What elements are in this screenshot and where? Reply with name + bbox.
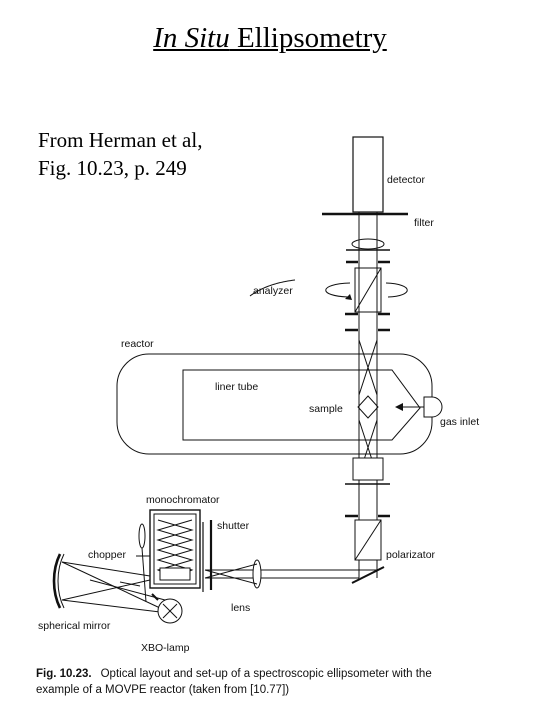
label-monochromator: monochromator <box>146 494 220 506</box>
turning-mirror <box>351 566 385 584</box>
label-xbo-lamp: XBO-lamp <box>141 642 190 654</box>
source-line-2: Fig. 10.23, p. 249 <box>38 156 187 180</box>
label-spherical-mirror: spherical mirror <box>38 620 111 632</box>
label-reactor: reactor <box>121 338 154 350</box>
spherical-mirror <box>52 553 62 609</box>
liner-tube <box>182 369 421 441</box>
caption-label: Fig. 10.23. <box>36 668 92 680</box>
horizontal-lens <box>252 559 262 589</box>
label-polarizator: polarizator <box>386 549 436 561</box>
caption-text-1: Optical layout and set-up of a spectrosc… <box>101 668 432 680</box>
analyzer-leader <box>249 279 296 297</box>
label-analyzer: analyzer <box>253 285 293 297</box>
detector-box <box>352 136 384 213</box>
rotation-arrow <box>325 282 351 298</box>
label-lens: lens <box>231 602 250 614</box>
label-chopper: chopper <box>88 549 126 561</box>
sample-diamond <box>357 395 379 419</box>
label-sample: sample <box>309 403 343 415</box>
upper-lens <box>351 238 385 250</box>
label-shutter: shutter <box>217 520 250 532</box>
gas-inlet-port <box>423 396 443 418</box>
source-citation: From Herman et al, Fig. 10.23, p. 249 <box>38 126 202 182</box>
title-rest: Ellipsometry <box>229 22 387 54</box>
figure-caption-line1: Fig. 10.23. Optical layout and set-up of… <box>36 664 432 681</box>
label-filter: filter <box>414 217 434 229</box>
label-detector: detector <box>387 174 425 186</box>
slide-title: In Situ Ellipsometry <box>0 22 540 55</box>
figure-caption-line2: example of a MOVPE reactor (taken from [… <box>36 684 289 696</box>
monochromator-grating <box>156 519 194 581</box>
label-gas-inlet: gas inlet <box>440 416 479 428</box>
label-liner-tube: liner tube <box>215 381 258 393</box>
source-line-1: From Herman et al, <box>38 128 203 152</box>
reactor-outline <box>116 353 433 455</box>
chopper <box>138 523 146 549</box>
title-italic: In Situ <box>153 22 230 54</box>
